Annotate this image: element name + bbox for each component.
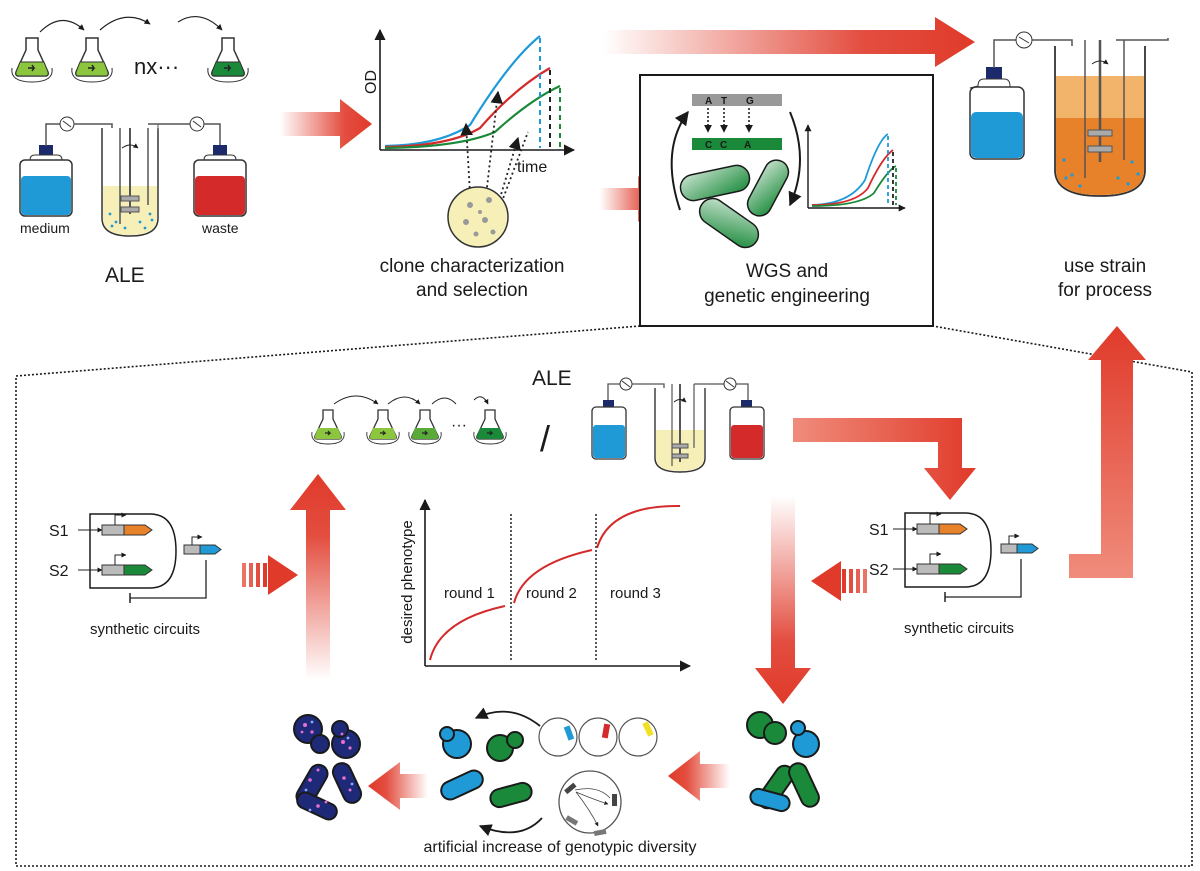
bottom-chemostat [591, 377, 765, 473]
s2-label: S2 [49, 563, 69, 580]
arrow-left-diversity [368, 762, 428, 810]
round-2-label: round 2 [526, 585, 577, 602]
arrow-up-to-process [1069, 326, 1146, 578]
round-3-label: round 3 [610, 585, 661, 602]
flask-icon [71, 37, 113, 83]
seq-top-2: T [721, 96, 727, 107]
seq-top-1: A [705, 96, 712, 107]
diversity-mechanisms [474, 707, 658, 837]
waste-label: waste [201, 220, 239, 236]
cells-cluster-mutated [293, 714, 363, 821]
cells-cluster-right [746, 711, 820, 813]
round-1-label: round 1 [444, 585, 495, 602]
ale-label-bottom: ALE [532, 367, 572, 390]
flask-icon [207, 37, 249, 83]
s1-label-right: S1 [869, 522, 889, 539]
seq-bottom-2: C [720, 140, 727, 151]
synthetic-circuit-right: S1 S2 synthetic circuits [869, 511, 1039, 637]
diversity-label: artificial increase of genotypic diversi… [423, 839, 696, 856]
s1-label: S1 [49, 523, 69, 540]
ellipsis-label: ··· [451, 417, 467, 434]
seq-bottom-3: A [744, 140, 751, 151]
top-chemostat: medium waste ALE [19, 116, 247, 287]
medium-label: medium [20, 220, 70, 236]
arrow-bend-down [793, 418, 976, 500]
arrow-striped-right [242, 555, 298, 595]
arrow-right-top [603, 17, 975, 67]
arrow-up-left [290, 474, 346, 680]
od-plot: OD time clone characterization and selec… [363, 28, 576, 301]
arrow-right-1 [280, 99, 372, 149]
bacteria-cells-icon [679, 159, 790, 249]
ale-label-top: ALE [105, 264, 145, 287]
circuits-label-right: synthetic circuits [904, 620, 1014, 637]
flask-icon [11, 37, 53, 83]
od-axis-label: OD [363, 70, 380, 94]
circuits-label-left: synthetic circuits [90, 621, 200, 638]
phenotype-axis-label: desired phenotype [399, 520, 416, 643]
wgs-label-2: genetic engineering [704, 286, 870, 307]
phenotype-plot: desired phenotype round 1 round 2 round … [399, 498, 692, 672]
production-bioreactor: use strain for process [969, 31, 1169, 301]
nx-label: nx··· [134, 54, 179, 79]
wgs-label-1: WGS and [746, 261, 828, 282]
wgs-box: A T G C C A WGS and genetic engineering [639, 74, 934, 327]
arrow-striped-left [811, 561, 867, 601]
seq-top-3: G [746, 96, 754, 107]
top-flask-series: nx··· [11, 15, 249, 83]
clone-label-2: and selection [416, 280, 528, 301]
synthetic-circuit-left: S1 S2 synthetic circuits [49, 512, 222, 638]
arrow-left-cells [668, 751, 730, 801]
arrow-down-middle [755, 496, 811, 704]
use-strain-label-1: use strain [1064, 256, 1146, 277]
clone-label-1: clone characterization [380, 256, 565, 277]
separator-slash: / [540, 418, 550, 459]
time-axis-label: time [517, 159, 547, 176]
s2-label-right: S2 [869, 562, 889, 579]
cells-cluster-middle [439, 726, 533, 809]
use-strain-label-2: for process [1058, 280, 1152, 301]
dotted-frame [15, 325, 1193, 867]
bottom-flask-series: ··· [311, 395, 507, 445]
seq-bottom-1: C [705, 140, 712, 151]
